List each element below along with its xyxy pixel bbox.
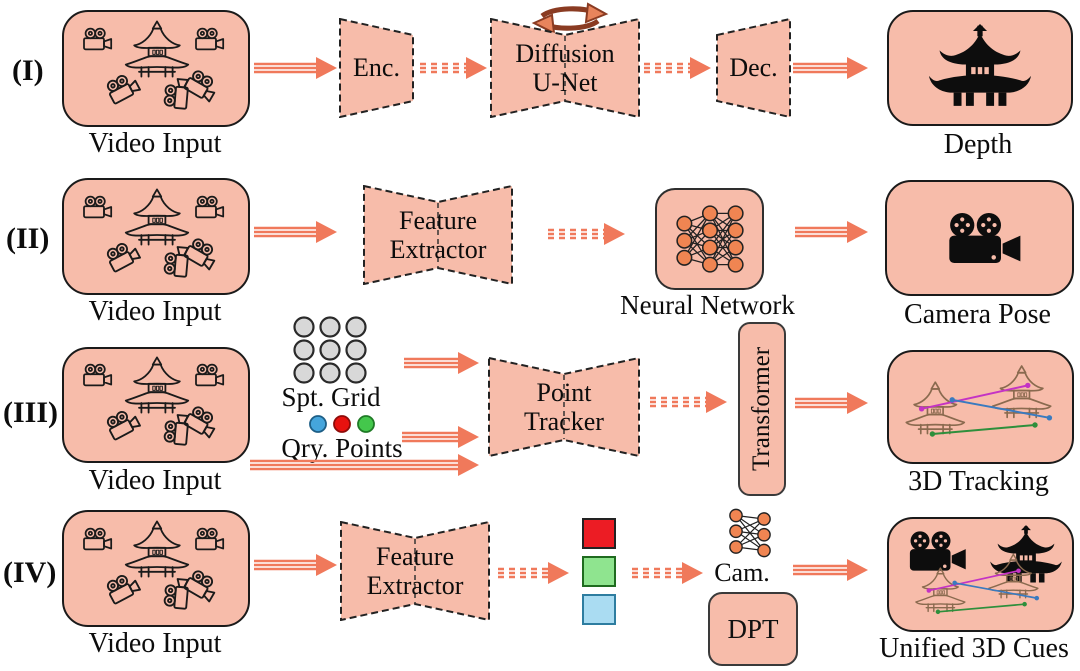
video-input-box-3	[62, 347, 250, 463]
query-points-dots	[309, 415, 375, 433]
depth-output-box	[887, 10, 1073, 126]
depth-label: Depth	[943, 129, 1013, 160]
pagoda-and-cameras-icon	[76, 519, 236, 619]
arrow-dashed	[632, 562, 703, 584]
row-3-label: (III)	[3, 396, 59, 429]
feature-token-squares	[582, 518, 616, 625]
arrow-dashed	[644, 57, 711, 79]
video-input-box-1	[62, 10, 250, 127]
pagoda-and-cameras-icon	[76, 187, 236, 287]
dpt-label: DPT	[727, 613, 779, 644]
arrow-dashed	[498, 562, 569, 584]
row-4-label: (IV)	[3, 556, 57, 589]
camera-head-label: Cam.	[714, 558, 770, 587]
tracked-pagodas-icon	[900, 361, 1062, 453]
encoder-label: Enc.	[353, 53, 400, 83]
feature-extractor-block-4: Feature Extractor	[340, 521, 490, 621]
movie-camera-icon	[948, 212, 1020, 264]
tracking-label: 3D Tracking	[908, 466, 1049, 497]
video-input-box-2	[62, 178, 250, 295]
point-tracker-line1: Point	[536, 377, 592, 407]
dpt-block: DPT	[708, 592, 798, 666]
video-input-label-1: Video Input	[88, 128, 222, 159]
arrow-solid	[402, 426, 479, 448]
feature-extractor-line1: Feature	[399, 205, 477, 235]
arrow-solid	[795, 392, 868, 414]
pagoda-silhouette-icon	[928, 24, 1032, 106]
unified-output-box	[887, 517, 1074, 632]
arrow-solid	[404, 352, 479, 374]
arrow-dashed	[650, 391, 727, 413]
arrow-solid	[793, 559, 868, 581]
mlp-nodes-icon	[675, 205, 744, 273]
arrow-solid	[254, 57, 337, 79]
row-2-label: (II)	[6, 222, 50, 255]
neural-network-box	[655, 188, 764, 290]
encoder-block: Enc.	[339, 18, 414, 118]
tracking-output-box	[887, 350, 1074, 464]
query-points-label: Qry. Points	[281, 433, 403, 463]
unet-label-line2: U-Net	[532, 68, 598, 97]
feature-extractor-line1: Feature	[376, 541, 454, 571]
transformer-block: Transformer	[738, 322, 786, 496]
arrow-dashed	[548, 223, 625, 245]
neural-network-label: Neural Network	[620, 290, 795, 320]
tracked-pagodas-icon	[903, 551, 1055, 627]
camera-head-mlp-icon	[729, 508, 771, 558]
arrow-solid	[795, 221, 868, 243]
feature-extractor-line2: Extractor	[389, 235, 487, 264]
decoder-label: Dec.	[729, 53, 778, 83]
camera-pose-label: Camera Pose	[904, 299, 1051, 330]
spatial-grid-dots	[293, 316, 367, 384]
pagoda-and-cameras-icon	[76, 355, 236, 455]
arrow-dashed	[420, 57, 487, 79]
arrow-solid	[254, 221, 337, 243]
feature-extractor-line2: Extractor	[366, 571, 464, 600]
video-input-box-4	[62, 510, 250, 627]
arrow-solid	[254, 554, 337, 576]
pagoda-and-cameras-icon	[76, 19, 236, 119]
video-input-label-3: Video Input	[88, 465, 222, 496]
feature-extractor-block-2: Feature Extractor	[363, 185, 513, 285]
camera-pose-output-box	[885, 180, 1074, 296]
point-tracker-line2: Tracker	[524, 407, 604, 436]
point-tracker-block: Point Tracker	[488, 357, 640, 457]
spatial-grid-label: Spt. Grid	[281, 382, 381, 412]
diffusion-unet-block: Diffusion U-Net	[490, 18, 640, 118]
arrow-solid	[793, 57, 868, 79]
video-input-label-2: Video Input	[88, 296, 222, 327]
transformer-label: Transformer	[748, 346, 775, 472]
unet-label-line1: Diffusion	[515, 38, 615, 68]
decoder-block: Dec.	[716, 18, 791, 118]
video-input-label-4: Video Input	[88, 628, 222, 659]
unified-label: Unified 3D Cues	[879, 633, 1069, 664]
arrow-solid	[250, 454, 479, 476]
row-1-label: (I)	[12, 54, 44, 87]
